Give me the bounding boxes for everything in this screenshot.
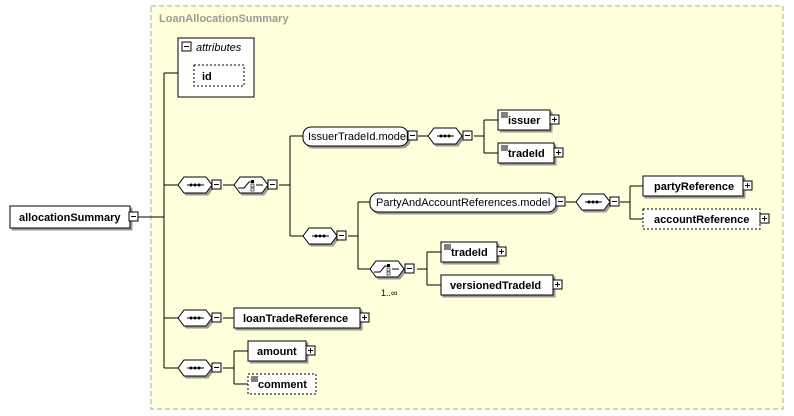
element-party-reference[interactable]: partyReference bbox=[642, 175, 744, 197]
choice-compositor[interactable] bbox=[233, 176, 278, 194]
sequence-compositor[interactable] bbox=[427, 127, 473, 145]
svg-text:loanTradeReference: loanTradeReference bbox=[243, 313, 348, 325]
connectors bbox=[136, 72, 643, 385]
sequence-compositor[interactable] bbox=[177, 359, 222, 377]
element-account-reference[interactable]: accountReference bbox=[642, 208, 761, 230]
attribute-id[interactable] bbox=[193, 64, 245, 87]
expand-icon[interactable] bbox=[359, 312, 370, 323]
svg-text:amount: amount bbox=[257, 346, 297, 358]
cardinality-label: 1..∞ bbox=[381, 288, 397, 298]
sequence-compositor[interactable] bbox=[177, 309, 222, 327]
collapse-icon[interactable] bbox=[128, 211, 139, 222]
svg-text:allocationSummary: allocationSummary bbox=[19, 212, 121, 224]
svg-text:IssuerTradeId.model: IssuerTradeId.model bbox=[308, 131, 408, 143]
svg-text:partyReference: partyReference bbox=[654, 181, 734, 193]
expand-icon[interactable] bbox=[759, 213, 770, 224]
sequence-compositor[interactable] bbox=[575, 193, 620, 211]
svg-text:attributes: attributes bbox=[196, 42, 242, 54]
element-trade-id[interactable]: tradeId bbox=[497, 142, 555, 164]
expand-icon[interactable] bbox=[742, 180, 753, 191]
expand-icon[interactable] bbox=[552, 279, 563, 290]
group-party-and-account-references-model[interactable]: PartyAndAccountReferences.model bbox=[369, 192, 566, 213]
group-issuer-trade-id-model[interactable]: IssuerTradeId.model bbox=[302, 126, 418, 147]
svg-text:issuer: issuer bbox=[508, 115, 541, 127]
svg-text:versionedTradeId: versionedTradeId bbox=[450, 280, 541, 292]
svg-text:PartyAndAccountReferences.mode: PartyAndAccountReferences.model bbox=[376, 197, 550, 209]
sequence-compositor[interactable] bbox=[302, 227, 347, 245]
choice-compositor-unbounded[interactable]: 1..∞ bbox=[369, 260, 415, 298]
element-comment[interactable]: comment bbox=[247, 373, 317, 395]
expand-icon[interactable] bbox=[496, 246, 507, 257]
sequence-compositor[interactable] bbox=[177, 176, 222, 194]
element-trade-id[interactable]: tradeId bbox=[440, 241, 498, 263]
svg-text:id: id bbox=[202, 71, 212, 83]
svg-text:accountReference: accountReference bbox=[654, 214, 749, 226]
svg-text:tradeId: tradeId bbox=[451, 247, 488, 259]
element-allocation-summary[interactable]: allocationSummary bbox=[9, 205, 131, 229]
element-amount[interactable]: amount bbox=[247, 340, 307, 362]
group-label: LoanAllocationSummary bbox=[159, 13, 289, 25]
expand-icon[interactable] bbox=[553, 147, 564, 158]
attributes-box: attributes id bbox=[177, 37, 255, 98]
svg-text:tradeId: tradeId bbox=[508, 148, 545, 160]
expand-icon[interactable] bbox=[549, 114, 560, 125]
element-loan-trade-reference[interactable]: loanTradeReference bbox=[233, 307, 361, 329]
element-versioned-trade-id[interactable]: versionedTradeId bbox=[440, 274, 554, 296]
element-issuer[interactable]: issuer bbox=[497, 109, 551, 131]
expand-icon[interactable] bbox=[305, 345, 316, 356]
svg-text:comment: comment bbox=[258, 379, 307, 391]
